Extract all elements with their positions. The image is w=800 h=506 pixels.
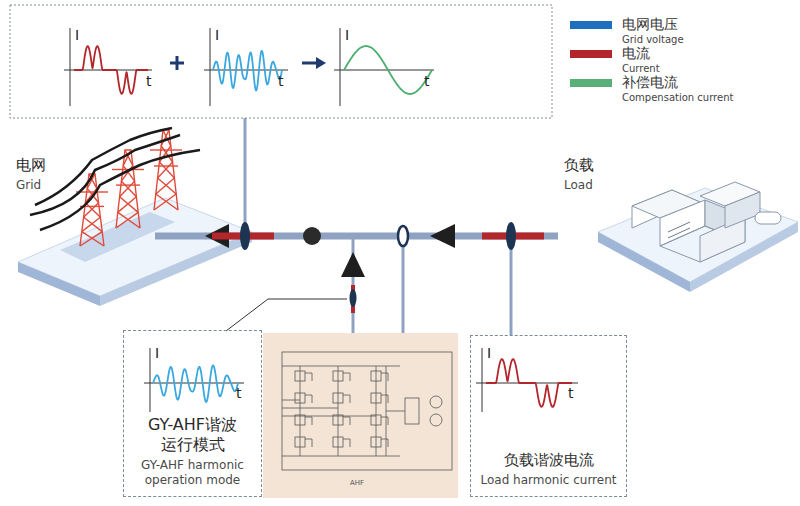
callout-box: GY-AHF谐波运行模式GY-AHF harmonic operation mo… bbox=[123, 330, 262, 497]
axis-label: t bbox=[278, 74, 284, 89]
node-title: 负载 bbox=[564, 156, 594, 175]
node-subtitle: Load harmonic current bbox=[481, 473, 617, 488]
legend-text: 补偿电流 bbox=[622, 75, 678, 90]
load-platform bbox=[598, 188, 798, 292]
wires bbox=[245, 118, 511, 335]
leader-line bbox=[226, 299, 347, 331]
axis-label: t bbox=[424, 74, 430, 89]
current-transformer bbox=[240, 222, 250, 250]
flow-arrow bbox=[341, 252, 365, 277]
node-subtitle: Grid bbox=[16, 178, 41, 193]
axis-label: I bbox=[487, 346, 491, 361]
flow-arrow bbox=[430, 224, 455, 248]
legend-swatch bbox=[570, 21, 612, 29]
bus-line bbox=[155, 233, 206, 240]
coupling-point bbox=[303, 227, 321, 245]
power-lines bbox=[30, 128, 200, 230]
legend-text: 电流 bbox=[622, 46, 650, 61]
axis-label: t bbox=[236, 386, 242, 401]
waveform-panel bbox=[10, 5, 552, 118]
node-title: 电网 bbox=[16, 156, 46, 175]
legend-subtitle: Current bbox=[622, 63, 660, 74]
axis-label: I bbox=[215, 28, 219, 43]
waveform bbox=[213, 51, 282, 91]
waveform bbox=[344, 46, 432, 94]
grid-platform bbox=[18, 198, 252, 306]
legend-subtitle: Compensation current bbox=[622, 92, 733, 103]
axis-label: I bbox=[155, 346, 159, 361]
legend-swatch bbox=[570, 79, 612, 87]
area-label: 电网 Grid bbox=[10, 152, 205, 260]
result-arrow bbox=[302, 57, 326, 69]
waveform bbox=[486, 359, 572, 407]
axis-label: t bbox=[146, 74, 152, 89]
legend-swatch bbox=[570, 50, 612, 58]
node-title: 负载谐波电流 bbox=[504, 451, 594, 470]
area-label: 负载 Load bbox=[558, 152, 794, 252]
axis-label: t bbox=[568, 386, 574, 401]
node-subtitle: Load bbox=[564, 178, 593, 193]
converter-schematic bbox=[282, 352, 452, 470]
legend-text: 电网电压 bbox=[622, 17, 678, 32]
waveform bbox=[153, 365, 238, 402]
node-subtitle: GY-AHF harmonic operation mode bbox=[129, 458, 257, 488]
node-title: GY-AHF谐波运行模式 bbox=[143, 415, 243, 455]
waveform bbox=[74, 46, 148, 94]
current-transformer bbox=[350, 289, 357, 307]
axis-label: I bbox=[75, 28, 79, 43]
current-transformer bbox=[398, 226, 408, 246]
converter-schematic bbox=[263, 333, 458, 498]
plus-sign bbox=[170, 56, 184, 70]
axis-label: I bbox=[345, 28, 349, 43]
transmission-towers bbox=[76, 130, 182, 246]
factory-buildings bbox=[632, 182, 781, 262]
bus-line bbox=[205, 233, 558, 240]
callout-box: 负载谐波电流 Load harmonic current bbox=[470, 335, 627, 497]
legend-subtitle: Grid voltage bbox=[622, 34, 684, 45]
current-transformer bbox=[506, 222, 516, 250]
schematic-label: AHF bbox=[350, 480, 364, 488]
